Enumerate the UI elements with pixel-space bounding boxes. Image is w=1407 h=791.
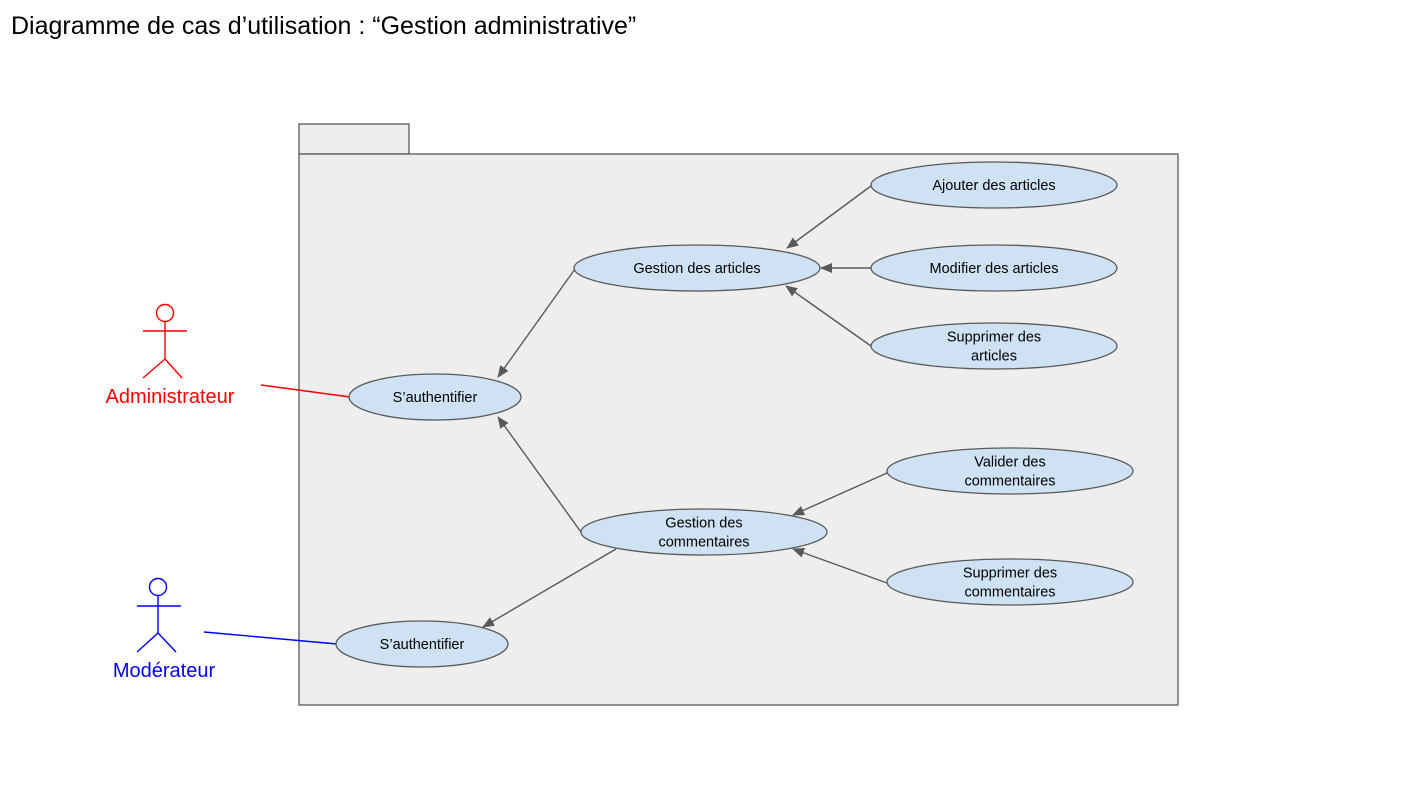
usecase-ellipse bbox=[870, 161, 1118, 209]
usecase-label: S’authentifier bbox=[380, 637, 465, 653]
arrow-gestion_commentaires-to-auth_admin bbox=[497, 416, 582, 533]
usecase-label: Valider des bbox=[974, 455, 1045, 471]
admin-stick-figure-icon bbox=[142, 303, 187, 379]
usecase-ellipse bbox=[886, 558, 1134, 606]
usecase-ellipse bbox=[348, 373, 522, 421]
usecase-ajouter-articles[interactable]: Ajouter des articles bbox=[870, 161, 1118, 209]
usecase-label: Supprimer des bbox=[963, 566, 1057, 582]
usecase-supprimer-articles[interactable]: Supprimer des articles bbox=[870, 322, 1118, 370]
moderator-label: Modérateur bbox=[113, 660, 216, 682]
usecase-ellipse bbox=[870, 322, 1118, 370]
usecase-label: commentaires bbox=[658, 535, 749, 551]
usecase-label: Modifier des articles bbox=[930, 261, 1059, 277]
arrow-supprimer_articles-to-gestion_articles bbox=[785, 285, 872, 347]
actor-administrateur[interactable]: Administrateur bbox=[106, 303, 235, 409]
page-title: Diagramme de cas d’utilisation : “Gestio… bbox=[11, 12, 637, 40]
arrow-valider_commentaires-to-gestion_commentaires bbox=[792, 472, 888, 516]
usecase-label: articles bbox=[971, 349, 1017, 365]
admin-label: Administrateur bbox=[106, 386, 235, 408]
usecase-supprimer-commentaires[interactable]: Supprimer des commentaires bbox=[886, 558, 1134, 606]
usecase-modifier-articles[interactable]: Modifier des articles bbox=[870, 244, 1118, 292]
association-moderator-auth_moderator bbox=[203, 631, 338, 645]
usecase-label: Gestion des bbox=[665, 516, 742, 532]
usecase-label: Gestion des articles bbox=[633, 261, 760, 277]
arrow-gestion_articles-to-auth_admin bbox=[497, 268, 576, 378]
arrow-gestion_commentaires-to-auth_moderator bbox=[482, 548, 617, 628]
usecase-ellipse bbox=[573, 244, 821, 292]
connectors bbox=[203, 185, 888, 645]
actor-moderateur[interactable]: Modérateur bbox=[113, 577, 216, 683]
usecase-gestion-commentaires[interactable]: Gestion des commentaires bbox=[580, 508, 828, 556]
usecase-auth-moderator[interactable]: S’authentifier bbox=[335, 620, 509, 668]
usecase-label: commentaires bbox=[964, 474, 1055, 490]
usecase-label: Supprimer des bbox=[947, 330, 1041, 346]
arrow-ajouter_articles-to-gestion_articles bbox=[786, 185, 872, 249]
usecase-label: commentaires bbox=[964, 585, 1055, 601]
association-admin-auth_admin bbox=[260, 384, 351, 398]
usecase-auth-admin[interactable]: S’authentifier bbox=[348, 373, 522, 421]
usecase-ellipse bbox=[870, 244, 1118, 292]
usecase-ellipse bbox=[335, 620, 509, 668]
usecase-ellipse bbox=[886, 447, 1134, 495]
usecase-valider-commentaires[interactable]: Valider des commentaires bbox=[886, 447, 1134, 495]
arrow-supprimer_commentaires-to-gestion_commentaires bbox=[792, 548, 888, 584]
moderator-stick-figure-icon bbox=[136, 577, 181, 653]
usecase-gestion-articles[interactable]: Gestion des articles bbox=[573, 244, 821, 292]
package-tab bbox=[298, 123, 410, 155]
usecase-ellipse bbox=[580, 508, 828, 556]
usecase-label: Ajouter des articles bbox=[932, 178, 1055, 194]
usecase-label: S’authentifier bbox=[393, 390, 478, 406]
